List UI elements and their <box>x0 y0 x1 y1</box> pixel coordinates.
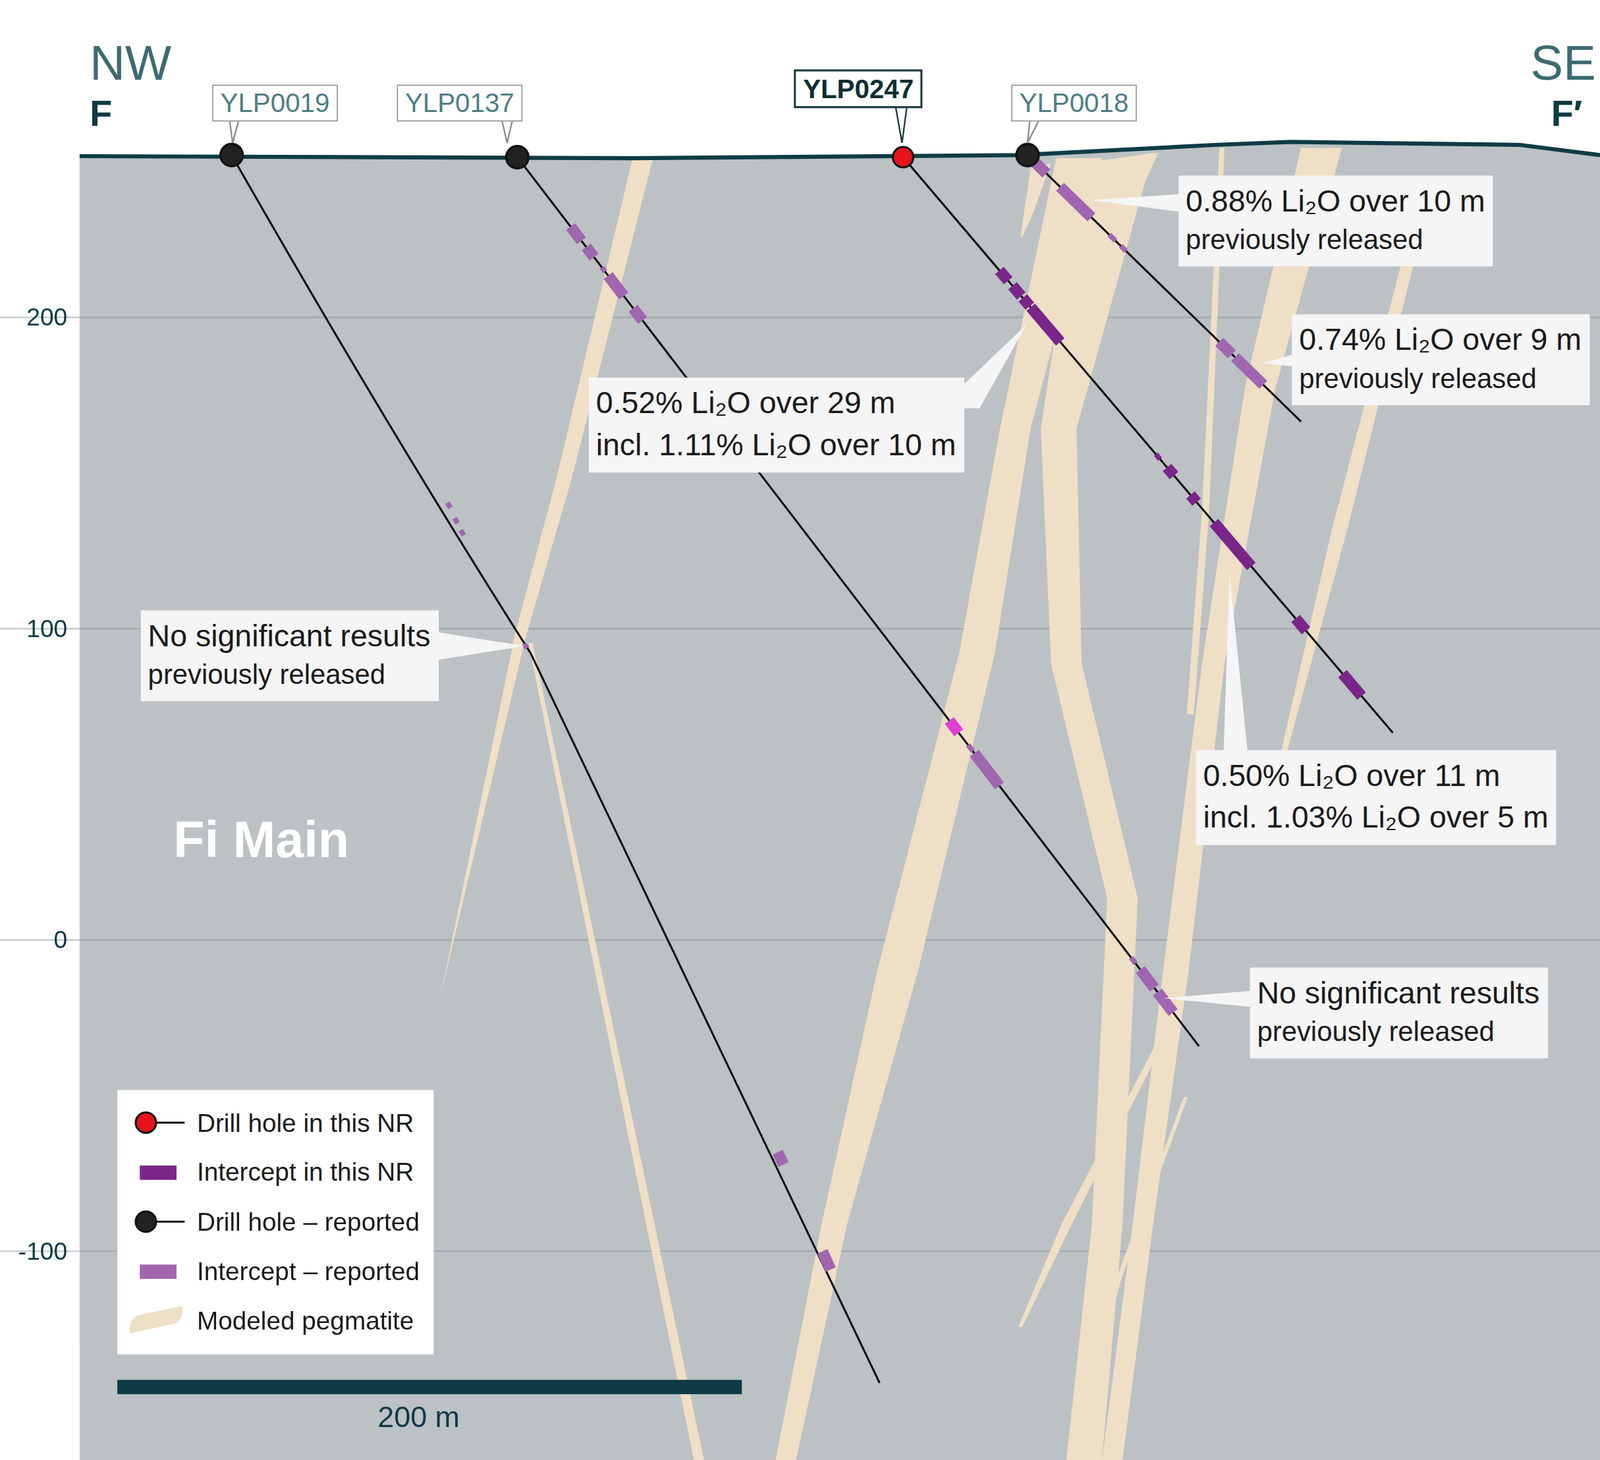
label-text: No significant results <box>1256 971 1540 1014</box>
legend-row: Drill hole – reported <box>125 1196 420 1247</box>
intercept <box>454 517 458 524</box>
legend-row: Intercept – reported <box>125 1246 420 1296</box>
legend-symbol <box>125 1206 188 1237</box>
axis-value: -100 <box>18 1237 68 1266</box>
intercept <box>1121 245 1127 251</box>
intercept <box>1109 234 1116 241</box>
hole-label: YLP0019 <box>212 84 338 122</box>
callout-box: 0.74% Li₂O over 9 mpreviously released <box>1291 314 1590 405</box>
legend-swatch <box>125 1206 188 1237</box>
intercept <box>1022 297 1031 306</box>
section-label: F′ <box>1551 91 1583 134</box>
intercept <box>586 247 595 257</box>
intercept <box>460 530 464 536</box>
hole-label: YLP0137 <box>397 84 524 122</box>
intercept <box>1167 467 1175 475</box>
callout-box: No significant resultspreviously release… <box>1250 967 1548 1058</box>
label-text: No significant results <box>148 614 431 657</box>
surface <box>79 141 1600 159</box>
intercept <box>570 226 582 242</box>
hole-label: YLP0247 <box>793 69 923 109</box>
swatch-fill <box>139 1264 177 1279</box>
label-text: previously released <box>1185 221 1486 261</box>
intercept <box>949 720 959 734</box>
hole-label: YLP0018 <box>1011 84 1137 122</box>
label-text: YLP0019 <box>220 87 331 118</box>
intercept <box>602 267 606 272</box>
axis-value: 0 <box>54 925 68 954</box>
ground <box>79 141 1600 1460</box>
legend-row: Modeled pegmatite <box>125 1295 420 1346</box>
intercept <box>1156 453 1161 460</box>
label-text: previously released <box>1256 1013 1540 1052</box>
swatch-fill <box>139 1165 177 1180</box>
label-text: 0.74% Li₂O over 9 m <box>1298 318 1582 361</box>
scale-bar <box>117 1379 742 1394</box>
section-label: Fi Main <box>173 811 350 871</box>
label-text: incl. 1.03% Li₂O over 5 m <box>1202 796 1548 839</box>
intercept <box>447 502 451 508</box>
legend: Drill hole in this NR Intercept in this N… <box>117 1089 435 1353</box>
label-text: 0.52% Li₂O over 29 m <box>596 381 957 424</box>
callout-box: No significant resultspreviously release… <box>140 609 439 701</box>
legend-text: Intercept – reported <box>196 1256 420 1286</box>
legend-row: Intercept in this NR <box>125 1147 420 1197</box>
axis-value: 100 <box>26 614 68 643</box>
intercept <box>633 308 643 321</box>
legend-symbol <box>125 1107 188 1138</box>
intercept <box>1131 957 1136 964</box>
intercept <box>777 1152 784 1165</box>
label-text: previously released <box>1298 360 1582 399</box>
label-text: previously released <box>148 656 431 695</box>
label-text: 0.88% Li₂O over 10 m <box>1185 179 1486 222</box>
intercept <box>822 1250 831 1270</box>
intercept <box>1342 673 1362 696</box>
legend-row: Drill hole in this NR <box>125 1098 420 1148</box>
collar-dot <box>135 1211 157 1232</box>
collars <box>220 143 1039 168</box>
intercept <box>974 752 1000 786</box>
section-label: NW <box>89 34 172 91</box>
intercept <box>607 275 624 296</box>
intercept <box>1295 618 1307 632</box>
label-text: 0.50% Li₂O over 11 m <box>1202 754 1548 797</box>
label-text: incl. 1.11% Li₂O over 10 m <box>596 424 957 467</box>
collar-dot <box>135 1112 157 1133</box>
intercept <box>1190 494 1197 502</box>
legend-text: Intercept in this NR <box>196 1157 414 1187</box>
intercept <box>1030 306 1061 342</box>
legend-swatch <box>125 1107 188 1138</box>
callout-box: 0.88% Li₂O over 10 mpreviously released <box>1178 175 1494 266</box>
legend-text: Modeled pegmatite <box>196 1305 414 1336</box>
label-text: YLP0247 <box>802 73 914 105</box>
swatch-fill <box>129 1305 184 1334</box>
intercept <box>1012 285 1021 296</box>
intercept <box>1219 341 1232 355</box>
section-label: F <box>89 91 112 134</box>
callout-leaders <box>428 191 1327 1010</box>
callout-box: 0.50% Li₂O over 11 mincl. 1.03% Li₂O ove… <box>1196 750 1558 846</box>
label-text: YLP0018 <box>1019 87 1130 118</box>
legend-text: Drill hole in this NR <box>196 1107 414 1138</box>
section-label: SE <box>1530 34 1597 91</box>
callout-box: 0.52% Li₂O over 29 mincl. 1.11% Li₂O ove… <box>588 377 965 473</box>
intercept <box>1140 969 1155 989</box>
intercept <box>1157 992 1174 1013</box>
legend-swatch <box>125 1156 188 1187</box>
intercept <box>1235 357 1264 385</box>
legend-swatch <box>125 1305 188 1336</box>
intercept <box>968 744 973 751</box>
intercept <box>1059 186 1092 217</box>
legend-text: Drill hole – reported <box>196 1206 420 1237</box>
label-text: YLP0137 <box>405 87 515 118</box>
intercept <box>1213 522 1252 567</box>
intercept <box>999 270 1008 281</box>
axis-value: 200 <box>26 303 68 332</box>
intercepts <box>447 161 1362 1270</box>
section-label: 200 m <box>377 1399 460 1435</box>
legend-swatch <box>125 1256 188 1287</box>
